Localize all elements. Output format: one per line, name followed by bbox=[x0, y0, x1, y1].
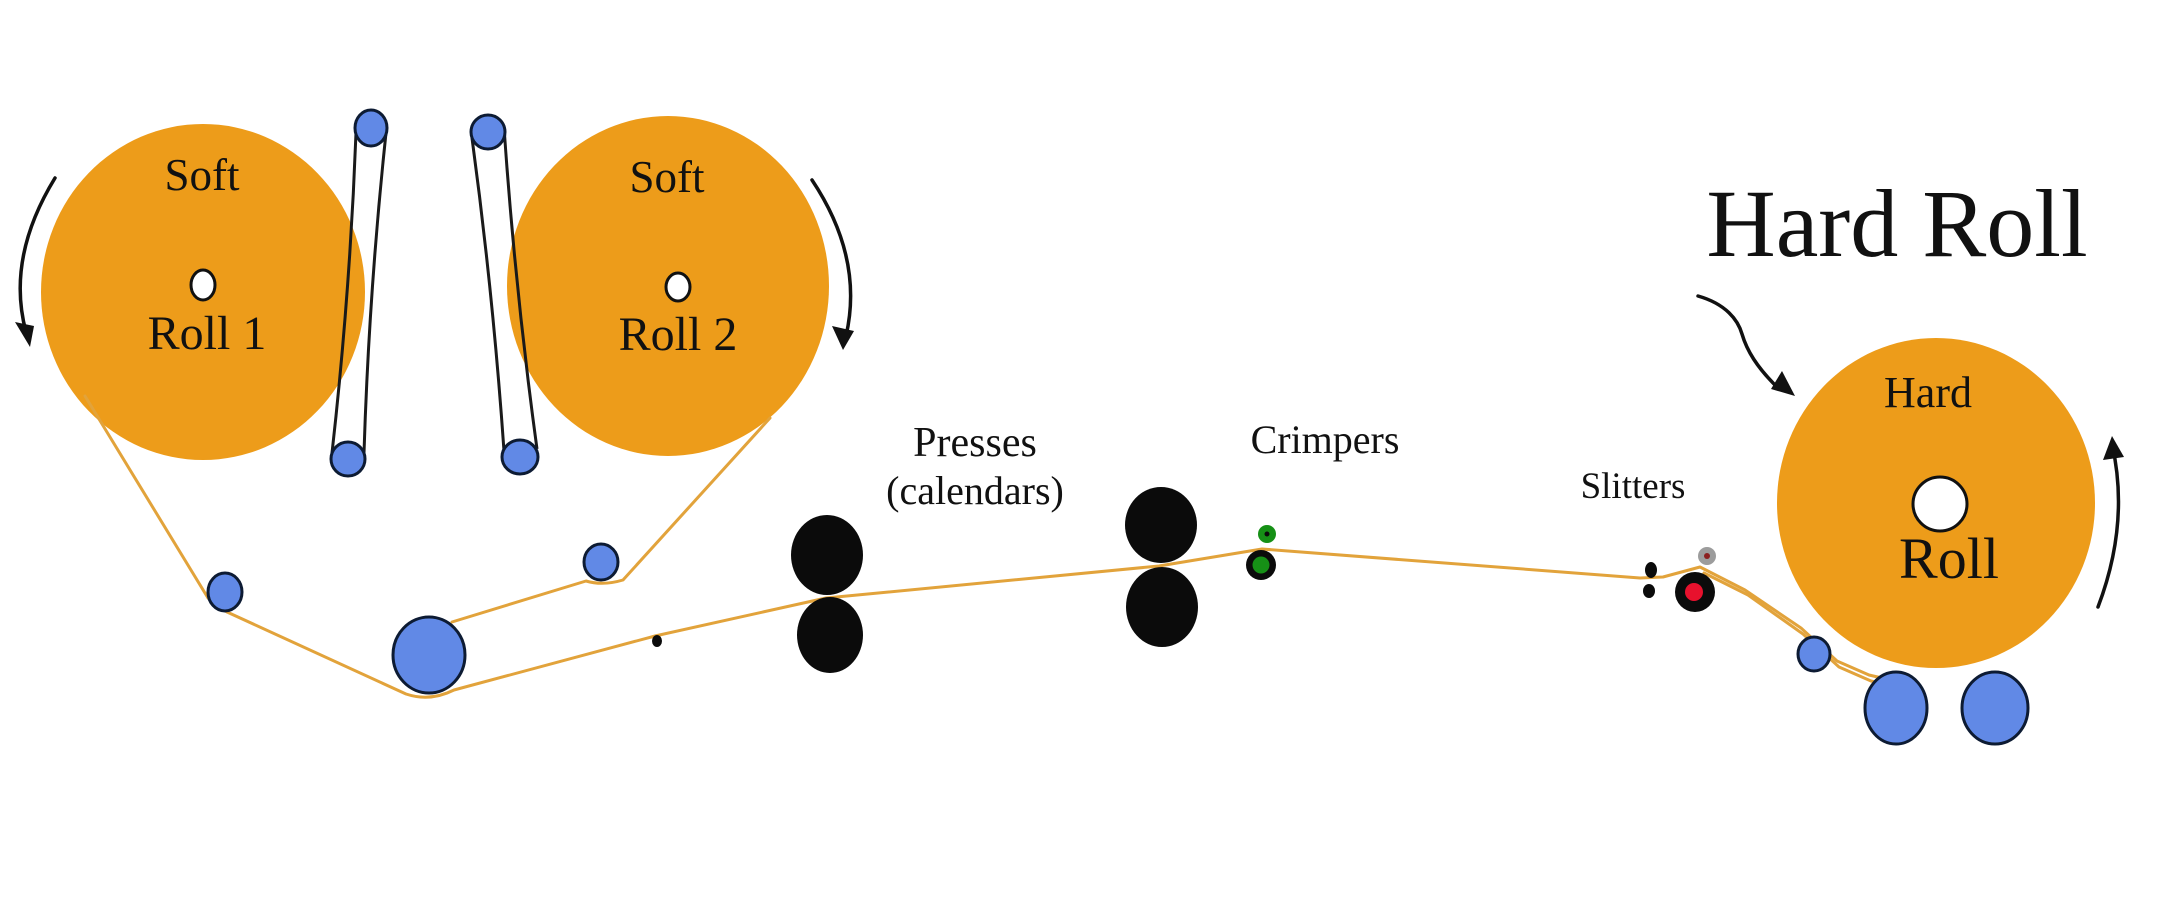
hard-roll: Hard Roll bbox=[1777, 338, 2095, 668]
hard-roll-pointer-squiggle bbox=[1696, 294, 1778, 388]
soft-roll-1-label-bottom: Roll 1 bbox=[148, 307, 267, 360]
press-1-bottom-roller bbox=[797, 597, 863, 673]
presses-label-line1: Presses bbox=[913, 420, 1037, 466]
presses-label-line2: (calendars) bbox=[886, 468, 1064, 513]
soft-roll-2-rotation-arc bbox=[810, 178, 853, 338]
belt-loop-2-left-line bbox=[470, 137, 506, 452]
soft-roll-1-rotation-arrow bbox=[15, 176, 57, 347]
soft-roll-2-core-hole bbox=[664, 271, 692, 303]
guide-roller-medium bbox=[582, 542, 620, 582]
press-pair-2 bbox=[1125, 487, 1198, 647]
crimper-unit bbox=[1246, 525, 1276, 580]
belt-loop-2-right-line bbox=[502, 126, 539, 450]
crimpers-label: Crimpers bbox=[1251, 417, 1400, 462]
hard-roll-rotation-arc bbox=[2096, 442, 2121, 609]
hard-roll-label-top: Hard bbox=[1884, 368, 1972, 417]
soft-roll-2-label-bottom: Roll 2 bbox=[619, 308, 738, 361]
crimper-top-roller-axle bbox=[1264, 531, 1270, 537]
slitter-top-wheel-axle bbox=[1704, 553, 1710, 559]
hard-roll-title: Hard Roll bbox=[1706, 170, 2087, 277]
belt-loop-1-right-line bbox=[362, 132, 388, 454]
soft-roll-1-label-top: Soft bbox=[164, 150, 240, 200]
soft-roll-1: Soft Roll 1 bbox=[41, 124, 365, 460]
slitter-bottom-wheel-core bbox=[1685, 583, 1703, 601]
hard-roll-arrowhead bbox=[2103, 436, 2124, 460]
windup-guide-roller-small bbox=[1796, 635, 1832, 673]
hard-roll-core-hole bbox=[1911, 475, 1969, 533]
hard-roll-pointer-arrowhead bbox=[1771, 371, 1795, 396]
slitter-guide-dot-lower bbox=[1643, 584, 1655, 598]
tiny-guide-dot bbox=[652, 635, 662, 647]
soft-roll-2-label-top: Soft bbox=[629, 152, 705, 202]
belt-loop-2 bbox=[469, 113, 540, 476]
press-2-bottom-roller bbox=[1126, 567, 1198, 647]
belt-loop-1-bottom-roller bbox=[329, 440, 367, 478]
hard-roll-pointer-arrow bbox=[1696, 294, 1795, 396]
hard-roll-label-bottom: Roll bbox=[1899, 526, 1999, 591]
soft-roll-1-rotation-arc bbox=[18, 176, 57, 334]
windup-support-roller-right bbox=[1960, 670, 2030, 746]
soft-roll-1-arrowhead bbox=[15, 322, 34, 347]
soft-roll-2-arrowhead bbox=[832, 326, 854, 350]
guide-roller-small-left bbox=[206, 571, 244, 613]
soft-roll-2-rotation-arrow bbox=[810, 178, 854, 350]
slitters-label: Slitters bbox=[1581, 466, 1686, 507]
soft-roll-1-core-hole bbox=[189, 268, 217, 302]
press-pair-1 bbox=[791, 515, 863, 673]
slitter-guide-dot-upper bbox=[1645, 562, 1657, 578]
crimper-bottom-roller-core bbox=[1252, 556, 1270, 574]
soft-roll-2: Soft Roll 2 bbox=[507, 116, 829, 456]
hard-roll-rotation-arrow bbox=[2096, 436, 2124, 609]
belt-loop-2-top-roller bbox=[469, 113, 507, 151]
press-1-top-roller bbox=[791, 515, 863, 595]
belt-loop-1-top-roller bbox=[353, 108, 389, 148]
windup-support-roller-left bbox=[1863, 670, 1929, 746]
web-path-from-roll-2 bbox=[450, 416, 772, 624]
slitter-unit bbox=[1643, 547, 1716, 612]
belt-loop-1 bbox=[329, 108, 389, 478]
guide-roller-large-center bbox=[391, 615, 467, 695]
web-path-main bbox=[83, 394, 1897, 699]
press-2-top-roller bbox=[1125, 487, 1197, 563]
belt-loop-1-left-line bbox=[330, 132, 358, 454]
belt-loop-2-bottom-roller bbox=[500, 438, 540, 476]
